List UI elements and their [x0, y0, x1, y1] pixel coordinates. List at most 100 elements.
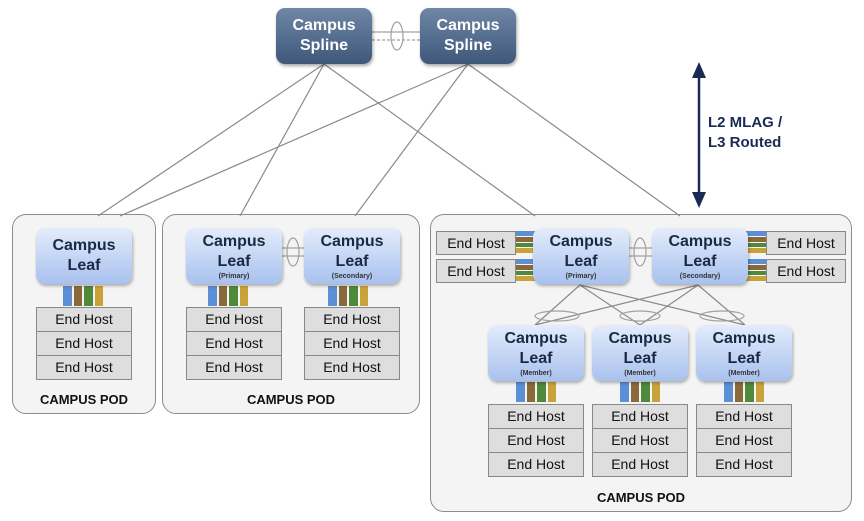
mlag-annotation: L2 MLAG / L3 Routed — [708, 113, 782, 153]
uplink — [467, 63, 681, 217]
end-host[interactable]: End Host — [697, 453, 791, 476]
spine-label-line2: Spline — [443, 37, 492, 54]
end-host-stack: End Host End Host End Host — [696, 404, 792, 477]
end-host[interactable]: End Host — [436, 231, 516, 255]
leaf-label-line1: Campus — [712, 329, 776, 347]
member-link — [579, 284, 746, 326]
end-host[interactable]: End Host — [593, 429, 687, 453]
mlag-bundle-icon — [286, 237, 300, 267]
campus-leaf-secondary[interactable]: Campus Leaf (Secondary) — [652, 228, 748, 284]
annotation-line1: L2 MLAG / — [708, 114, 783, 131]
campus-spine-right[interactable]: Campus Spline — [420, 8, 516, 64]
port-group — [328, 286, 368, 306]
end-host[interactable]: End Host — [766, 231, 846, 255]
leaf-role: (Primary) — [218, 272, 250, 280]
end-host[interactable]: End Host — [593, 453, 687, 476]
mlag-bundle-icon — [633, 237, 647, 267]
uplink — [323, 63, 536, 217]
end-host[interactable]: End Host — [37, 308, 131, 332]
leaf-label-line2: Leaf — [519, 349, 553, 367]
leaf-role: (Secondary) — [331, 272, 373, 280]
spine-label-line1: Campus — [292, 17, 356, 34]
port-group — [744, 259, 766, 281]
member-link — [534, 284, 699, 326]
leaf-label-line1: Campus — [202, 232, 266, 250]
uplink — [119, 63, 469, 217]
pod-label: CAMPUS POD — [596, 490, 686, 505]
member-link — [639, 284, 699, 326]
end-host-stack: End Host End Host End Host — [592, 404, 688, 477]
leaf-role: (Member) — [624, 369, 656, 377]
campus-leaf-secondary[interactable]: Campus Leaf (Secondary) — [304, 228, 400, 284]
mlag-bundle-icon — [699, 310, 745, 322]
end-host[interactable]: End Host — [593, 405, 687, 429]
end-host[interactable]: End Host — [37, 332, 131, 356]
leaf-role: (Member) — [728, 369, 760, 377]
end-host[interactable]: End Host — [305, 308, 399, 332]
end-host[interactable]: End Host — [187, 332, 281, 356]
leaf-label-line1: Campus — [608, 329, 672, 347]
end-host-stack: End Host End Host End Host — [304, 307, 400, 380]
leaf-label-line2: Leaf — [564, 252, 598, 270]
end-host[interactable]: End Host — [697, 429, 791, 453]
end-host-stack: End Host End Host End Host — [186, 307, 282, 380]
end-host[interactable]: End Host — [187, 356, 281, 379]
leaf-label-line1: Campus — [668, 232, 732, 250]
port-group — [63, 286, 103, 306]
uplink — [354, 63, 469, 217]
leaf-role: (Secondary) — [679, 272, 721, 280]
port-group — [516, 231, 538, 253]
arrow-down-icon — [692, 192, 706, 208]
end-host[interactable]: End Host — [305, 332, 399, 356]
port-group — [724, 382, 764, 402]
campus-leaf-member[interactable]: Campus Leaf (Member) — [592, 325, 688, 381]
end-host[interactable]: End Host — [305, 356, 399, 379]
campus-spine-left[interactable]: Campus Spline — [276, 8, 372, 64]
end-host[interactable]: End Host — [766, 259, 846, 283]
port-group — [208, 286, 248, 306]
spine-label-line1: Campus — [436, 17, 500, 34]
leaf-label-line1: Campus — [52, 237, 116, 254]
campus-leaf-member[interactable]: Campus Leaf (Member) — [696, 325, 792, 381]
end-host[interactable]: End Host — [697, 405, 791, 429]
uplink — [239, 63, 325, 217]
leaf-label-line1: Campus — [320, 232, 384, 250]
port-group — [620, 382, 660, 402]
member-link — [579, 284, 641, 326]
pod-label: CAMPUS POD — [246, 392, 336, 407]
leaf-role: (Member) — [520, 369, 552, 377]
end-host-stack: End Host End Host End Host — [36, 307, 132, 380]
leaf-label-line2: Leaf — [335, 252, 369, 270]
leaf-label-line1: Campus — [549, 232, 613, 250]
member-link — [534, 284, 581, 326]
spine-label-line2: Spline — [299, 37, 348, 54]
port-group — [516, 382, 556, 402]
mlag-bundle-icon — [619, 310, 661, 322]
campus-leaf-member[interactable]: Campus Leaf (Member) — [488, 325, 584, 381]
port-group — [744, 231, 766, 253]
annotation-line2: L3 Routed — [708, 134, 782, 151]
campus-leaf-primary[interactable]: Campus Leaf (Primary) — [186, 228, 282, 284]
end-host[interactable]: End Host — [489, 429, 583, 453]
end-host[interactable]: End Host — [489, 453, 583, 476]
end-host[interactable]: End Host — [489, 405, 583, 429]
end-host[interactable]: End Host — [187, 308, 281, 332]
leaf-label-line2: Leaf — [727, 349, 761, 367]
leaf-role: (Primary) — [565, 272, 597, 280]
leaf-label-line2: Leaf — [217, 252, 251, 270]
end-host[interactable]: End Host — [37, 356, 131, 379]
leaf-label-line2: Leaf — [623, 349, 657, 367]
mlag-bundle-icon — [390, 21, 404, 51]
port-group — [516, 259, 538, 281]
member-link — [697, 284, 746, 326]
leaf-label-line2: Leaf — [67, 257, 101, 274]
leaf-label-line2: Leaf — [683, 252, 717, 270]
end-host[interactable]: End Host — [436, 259, 516, 283]
pod-label: CAMPUS POD — [39, 392, 129, 407]
campus-leaf[interactable]: Campus Leaf — [36, 228, 132, 284]
campus-leaf-primary[interactable]: Campus Leaf (Primary) — [533, 228, 629, 284]
uplink — [97, 63, 325, 217]
mlag-bundle-icon — [534, 310, 580, 322]
arrow-up-icon — [692, 62, 706, 78]
